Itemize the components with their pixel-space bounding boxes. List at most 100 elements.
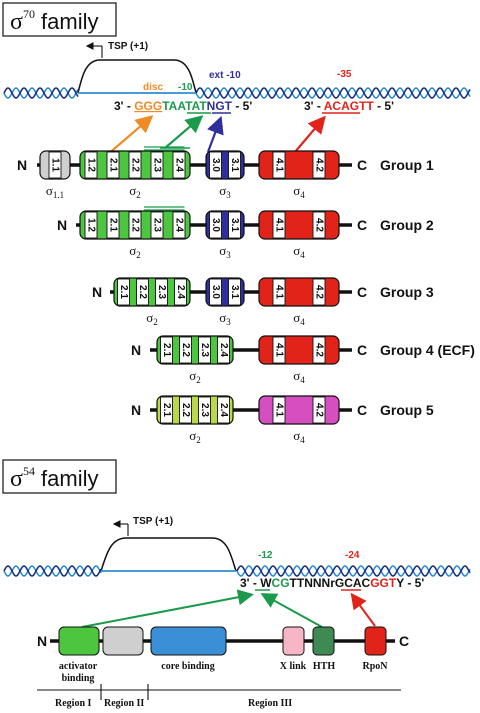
c-terminus: C — [357, 402, 367, 418]
sigma-3-domain-cell-r31 — [228, 278, 241, 306]
sigma-2-domain-cell-r22-label: 2.2 — [180, 343, 191, 357]
svg-text:σ54 family: σ54 family — [10, 464, 99, 492]
sigma54-c-terminus: C — [399, 633, 409, 649]
group-label: Group 2 — [380, 217, 434, 233]
svg-text:σ70 family: σ70 family — [10, 7, 99, 35]
sigma-2-domain-cell-r24 — [172, 151, 186, 179]
sigma-2-domain-cell-r23-label: 2.3 — [199, 343, 210, 357]
sigma-4-domain-cell-r42-label: 4.2 — [314, 285, 325, 299]
sigma-3-domain-cell-r30-label: 3.0 — [210, 285, 221, 299]
sigma70-seq-right: 3' - ACAGTT - 5' — [304, 99, 394, 113]
sigma-2-domain-cell-r21-label: 2.1 — [161, 403, 172, 417]
activator-arrow — [81, 589, 254, 628]
sigma-3-label: σ3 — [219, 243, 231, 260]
disc-arrow — [106, 115, 154, 156]
sigma-2-domain-cell-r22-label: 2.2 — [130, 218, 141, 232]
n-terminus: N — [131, 342, 141, 358]
sigma-2-domain-cell-r24-label: 2.4 — [175, 285, 186, 299]
hth-label: HTH — [313, 661, 335, 672]
sigma-2-domain-cell-r24-label: 2.4 — [218, 343, 229, 357]
sigma54-dna-helix — [3, 565, 102, 577]
sigma-2-domain-cell-r23-label: 2.3 — [156, 285, 167, 299]
x-link-domain — [282, 626, 305, 656]
sigma-2-domain-cell-r22-label: 2.2 — [180, 403, 191, 417]
sigma-4-domain-cell-r41 — [272, 396, 286, 424]
sigma-2-label: σ2 — [189, 428, 201, 445]
sigma70-disc-label: disc — [143, 82, 163, 93]
sigma-2-domain-cell-r23 — [150, 151, 164, 179]
sigma-3-domain-cell-r31-label: 3.1 — [229, 158, 240, 172]
sigma70-title-symbol: σ — [10, 9, 23, 35]
sigma-4-domain-cell-r41-label: 4.1 — [274, 218, 285, 232]
sigma54-m24-label: -24 — [345, 550, 360, 561]
rpon-domain — [364, 626, 387, 656]
group-label: Group 3 — [380, 284, 434, 300]
c-terminus: C — [357, 217, 367, 233]
sigma70-title-superscript: 70 — [23, 7, 35, 21]
n-terminus: N — [92, 284, 102, 300]
group-label: Group 5 — [380, 402, 434, 418]
sigma-2-domain-cell-r22-label: 2.2 — [137, 285, 148, 299]
c-terminus: C — [357, 342, 367, 358]
sigma-4-domain-cell-r41 — [272, 151, 286, 179]
sigma70-transcription-bubble — [77, 42, 197, 94]
sigma-2-label: σ2 — [189, 368, 201, 385]
sigma-3-label: σ3 — [219, 310, 231, 327]
sigma54-transcription-bubble — [100, 520, 237, 572]
sigma70-seq-left: 3' - GGGTAATATNGT - 5' — [114, 99, 252, 113]
sigma-2-domain: 2.1 2.2 2.3 2.4 — [156, 395, 234, 425]
sigma-2-domain-cell-r24-label: 2.4 — [218, 403, 229, 417]
region-i-label: Region I — [55, 698, 92, 709]
ext-arrow — [206, 115, 224, 153]
sigma-4-domain-cell-r42-label: 4.2 — [314, 403, 325, 417]
region-ii-label: Region II — [104, 698, 144, 709]
sigma70-tsp-label: TSP (+1) — [108, 41, 148, 52]
sigma-2-domain-cell-r21 — [106, 151, 120, 179]
group-label: Group 4 (ECF) — [380, 342, 475, 358]
sigma54-title-text: family — [35, 466, 99, 491]
sigma-2-domain-cell-r22-label: 2.2 — [130, 158, 141, 172]
sigma-2-domain-cell-r22 — [179, 396, 192, 424]
sigma-2-domain-cell-r21 — [117, 278, 130, 306]
hth-domain — [312, 626, 335, 656]
sigma-4-label: σ4 — [293, 243, 305, 260]
sigma-2-domain-cell-r22 — [179, 336, 192, 364]
sigma-4-domain-cell-r41 — [272, 211, 286, 239]
sigma-2-domain-cell-r12 — [84, 151, 98, 179]
sigma-3-domain-cell-r31 — [228, 151, 241, 179]
sigma54-seq: 3' - WCGTTNNNrGCACGGTY - 5' — [240, 576, 424, 590]
activator-binding-line2: binding — [62, 673, 95, 684]
sigma-2-domain-cell-r21-label: 2.1 — [108, 218, 119, 232]
sigma-3-domain-cell-r30-label: 3.0 — [210, 158, 221, 172]
rpon-label: RpoN — [362, 661, 388, 672]
sigma-2-domain-cell-r21-label: 2.1 — [161, 343, 172, 357]
sigma54-title: σ54 family — [2, 459, 117, 494]
sigma-2-label: σ2 — [129, 183, 141, 200]
sigma-4-domain-cell-r42 — [312, 278, 326, 306]
sigma-4-domain-cell-r41-label: 4.1 — [274, 285, 285, 299]
sigma-2-label: σ2 — [146, 310, 158, 327]
sigma-2-domain-cell-r23-label: 2.3 — [152, 218, 163, 232]
sigma-2-domain-cell-r23 — [198, 336, 211, 364]
sigma-4-label: σ4 — [293, 368, 305, 385]
core-binding-label: core binding — [161, 661, 214, 672]
region-ii-domain — [102, 626, 144, 656]
activator-binding-line1: activator — [59, 661, 98, 672]
sigma-2-domain: 2.1 2.2 2.3 2.4 — [156, 335, 234, 365]
sigma-4-label: σ4 — [293, 428, 305, 445]
m10-arrow — [164, 115, 204, 149]
sigma70-title-text: family — [35, 9, 99, 34]
sigma-4-domain: 4.1 4.2 — [258, 277, 340, 307]
sigma-2-domain-cell-r22 — [136, 278, 149, 306]
sigma-4-domain-cell-r41-label: 4.1 — [274, 158, 285, 172]
sigma-2-domain-cell-r23-label: 2.3 — [199, 403, 210, 417]
sigma-3-domain: 3.0 3.1 — [205, 150, 245, 180]
sigma-3-label: σ3 — [219, 183, 231, 200]
sigma-2-domain-cell-r23 — [150, 211, 164, 239]
sigma70-dna-helix-right — [195, 87, 471, 99]
m35-arrow — [294, 115, 326, 153]
sigma-1-1-label: σ1.1 — [46, 183, 64, 200]
